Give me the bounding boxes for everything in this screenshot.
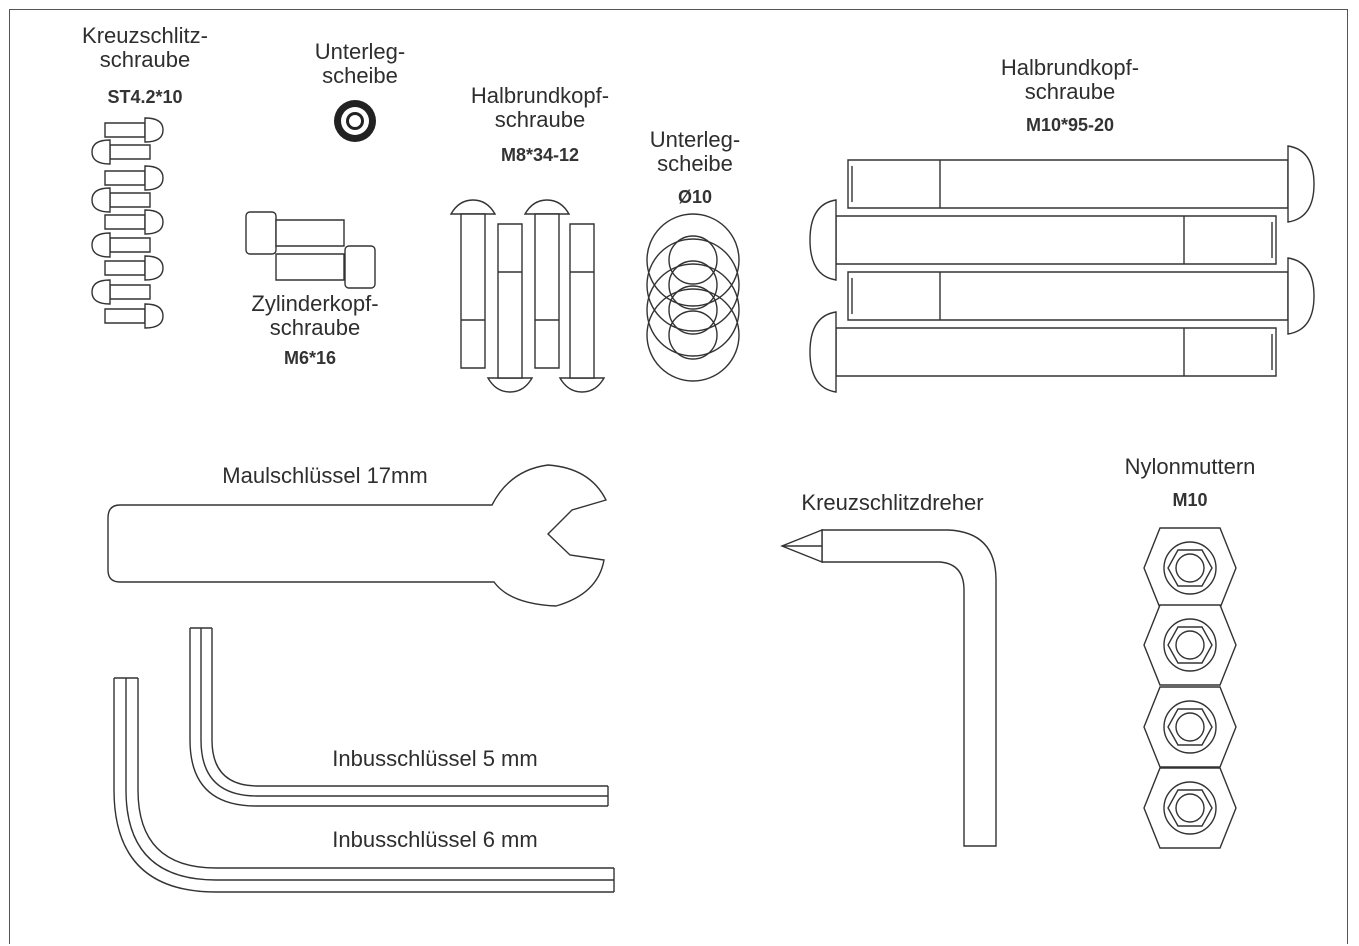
small-screw (92, 188, 150, 212)
small-screw (92, 280, 150, 304)
nylonmuttern-title: Nylonmuttern (1124, 454, 1256, 479)
zylinderkopfschraube-title: Zylinderkopf-schraube (251, 291, 379, 340)
small-screw (105, 304, 163, 328)
small-washer (334, 100, 376, 142)
m8-screw (525, 200, 569, 368)
m10-screw (810, 200, 1276, 280)
m8-screw (451, 200, 495, 368)
m8-screw (560, 224, 604, 392)
small-screw (105, 118, 163, 142)
kreuzschlitzschraube-group (92, 118, 163, 328)
unterlegscheibe-d10-code: Ø10 (677, 187, 713, 207)
m10-screw (848, 258, 1314, 334)
kreuzschlitzschraube-title: Kreuzschlitz-schraube (82, 23, 208, 72)
open-wrench (108, 465, 606, 606)
l-screwdriver (782, 530, 996, 846)
small-screw (92, 233, 150, 257)
diagram-frame (9, 9, 1348, 944)
halbrundkopfschraube-m10-group (810, 146, 1314, 392)
unterlegscheibe-small-title: Unterleg-scheibe (314, 39, 406, 88)
washer-d10-stack (647, 214, 739, 381)
halbrundkopfschraube-m8-title: Halbrundkopf-schraube (470, 83, 610, 132)
m10-screw (848, 146, 1314, 222)
halbrundkopfschraube-m8-code: M8*34-12 (500, 145, 580, 165)
zylinderkopfschraube-code: M6*16 (283, 348, 337, 368)
halbrundkopfschraube-m10-title: Halbrundkopf-schraube (1000, 55, 1140, 104)
m8-screw (488, 224, 532, 392)
nylon-nuts-group (1144, 528, 1236, 848)
small-screw (92, 140, 150, 164)
maulschluessel-title: Maulschlüssel 17mm (222, 463, 428, 488)
hex-key-6mm (114, 678, 614, 892)
small-screw (105, 256, 163, 280)
nylonmuttern-code: M10 (1172, 490, 1208, 510)
small-screw (105, 166, 163, 190)
inbus6-title: Inbusschlüssel 6 mm (332, 827, 538, 852)
halbrundkopfschraube-m8-group (451, 200, 604, 392)
m10-screw (810, 312, 1276, 392)
kreuzschlitzdreher-title: Kreuzschlitzdreher (801, 490, 984, 515)
small-screw (105, 210, 163, 234)
halbrundkopfschraube-m10-code: M10*95-20 (1025, 115, 1115, 135)
zylinderkopfschraube-group (246, 212, 375, 288)
inbus5-title: Inbusschlüssel 5 mm (332, 746, 538, 771)
hex-key-5mm (190, 628, 608, 806)
kreuzschlitzschraube-code: ST4.2*10 (107, 87, 183, 107)
unterlegscheibe-d10-title: Unterleg-scheibe (649, 127, 741, 176)
